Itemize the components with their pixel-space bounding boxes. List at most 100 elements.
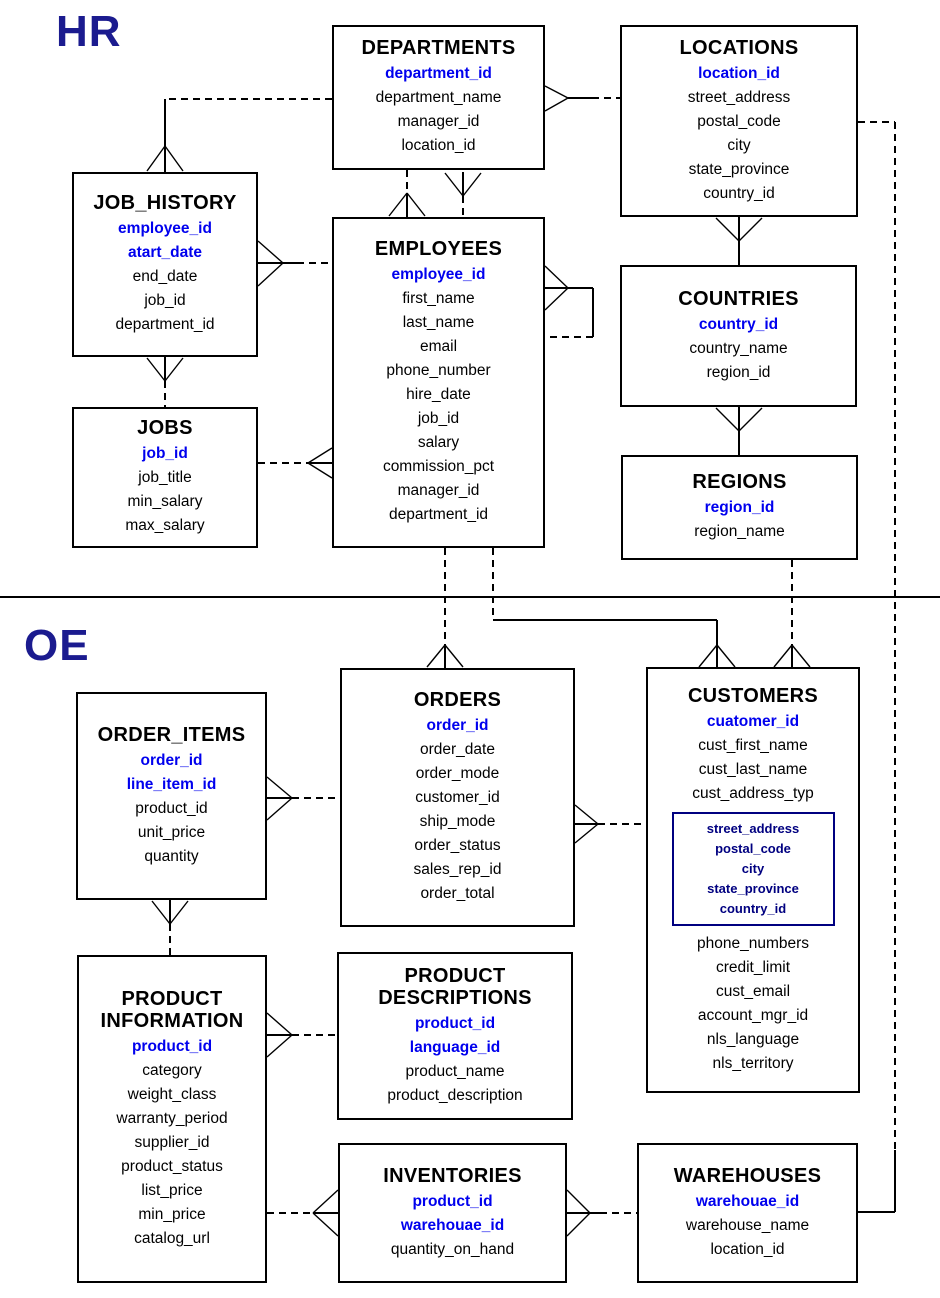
column: department_id	[388, 506, 489, 523]
column: order_status	[414, 837, 501, 854]
column: sales_rep_id	[413, 861, 502, 878]
entity-locations: LOCATIONS location_id street_address pos…	[620, 25, 858, 217]
column: salary	[417, 434, 460, 451]
column: phone_numbers	[696, 934, 810, 952]
address-column: street_address	[706, 820, 800, 836]
entity-title: DESCRIPTIONS	[378, 986, 532, 1009]
entity-title: JOBS	[137, 417, 193, 439]
column-pk: location_id	[698, 64, 780, 82]
column: order_total	[420, 885, 495, 902]
column: manager_id	[397, 113, 480, 130]
column-pk: language_id	[409, 1038, 501, 1056]
column: product_description	[387, 1086, 523, 1104]
entity-order-items: ORDER_ITEMS order_id line_item_id produc…	[76, 692, 267, 900]
column: email	[419, 338, 458, 355]
column: warehouse_name	[685, 1216, 810, 1234]
column: product_status	[121, 1157, 223, 1175]
entity-customers: CUSTOMERS cuatomer_id cust_first_name cu…	[646, 667, 860, 1093]
column-pk: employee_id	[391, 266, 486, 283]
column-pk: product_id	[414, 1014, 496, 1032]
column: cust_first_name	[698, 736, 808, 754]
column: category	[142, 1061, 202, 1079]
column: department_id	[115, 316, 215, 333]
column: product_name	[405, 1062, 505, 1080]
column: postal_code	[697, 112, 781, 130]
column: street_address	[687, 88, 791, 106]
column: account_mgr_id	[697, 1006, 809, 1024]
solid-connectors	[0, 97, 940, 1214]
hr-schema-label: HR	[56, 7, 122, 56]
entity-title: PRODUCT	[404, 964, 506, 987]
column: region_id	[706, 363, 771, 381]
column: job_title	[138, 469, 192, 486]
column-pk: job_id	[142, 445, 188, 462]
column: job_id	[417, 410, 460, 427]
column: product_id	[135, 799, 208, 817]
column: max_salary	[125, 517, 205, 534]
entity-title: INFORMATION	[100, 1009, 244, 1032]
entity-orders: ORDERS order_id order_date order_mode cu…	[340, 668, 575, 927]
column: cust_last_name	[698, 760, 808, 778]
column: unit_price	[137, 823, 206, 841]
entity-regions: REGIONS region_id region_name	[621, 455, 858, 560]
column: credit_limit	[715, 958, 791, 976]
crows-foot-prongs	[146, 85, 811, 1237]
column-pk: cuatomer_id	[706, 712, 800, 730]
column: first_name	[402, 290, 475, 307]
dashed-connectors	[164, 97, 896, 1214]
address-column: country_id	[719, 900, 787, 916]
column: warranty_period	[116, 1109, 228, 1127]
column-pk: employee_id	[118, 220, 212, 237]
column: quantity_on_hand	[390, 1240, 515, 1258]
entity-warehouses: WAREHOUSES warehouae_id warehouse_name l…	[637, 1143, 858, 1283]
column: cust_email	[715, 982, 791, 1000]
column: nls_language	[706, 1030, 800, 1048]
column: department_name	[375, 89, 502, 106]
column-pk: atart_date	[127, 244, 203, 261]
column: nls_territory	[712, 1054, 794, 1072]
entity-inventories: INVENTORIES product_id warehouae_id quan…	[338, 1143, 567, 1283]
column: quantity	[144, 847, 199, 865]
entity-countries: COUNTRIES country_id country_name region…	[620, 265, 857, 407]
oe-schema-label: OE	[24, 621, 90, 670]
entity-title: INVENTORIES	[383, 1164, 522, 1187]
entity-title: ORDER_ITEMS	[97, 723, 246, 746]
column: list_price	[141, 1181, 203, 1199]
column: order_date	[420, 741, 495, 758]
column: customer_id	[415, 789, 500, 806]
entity-title: COUNTRIES	[678, 287, 799, 310]
entity-title: WAREHOUSES	[673, 1164, 822, 1187]
column: phone_number	[386, 362, 491, 379]
column-pk: order_id	[140, 751, 203, 769]
entity-title: REGIONS	[692, 471, 787, 493]
column-pk: warehouae_id	[695, 1192, 800, 1210]
column: min_salary	[127, 493, 203, 510]
column-pk: country_id	[698, 315, 779, 333]
column: supplier_id	[134, 1133, 210, 1151]
column: country_name	[689, 339, 788, 357]
column-pk: department_id	[385, 65, 492, 82]
column-pk: line_item_id	[126, 775, 217, 793]
entity-employees: EMPLOYEES employee_id first_name last_na…	[332, 217, 545, 548]
column: weight_class	[127, 1085, 217, 1103]
entity-job-history: JOB_HISTORY employee_id atart_date end_d…	[72, 172, 258, 357]
entity-title: EMPLOYEES	[374, 238, 503, 260]
entity-title: PRODUCT	[121, 987, 223, 1010]
column: location_id	[710, 1240, 785, 1258]
address-column: city	[741, 860, 765, 876]
column: state_province	[688, 160, 790, 178]
entity-title: DEPARTMENTS	[361, 37, 516, 59]
column: manager_id	[397, 482, 480, 499]
column: min_price	[138, 1205, 206, 1223]
column-pk: product_id	[131, 1037, 213, 1055]
column-pk: order_id	[426, 717, 489, 734]
column: commission_pct	[382, 458, 495, 475]
column-pk: warehouae_id	[400, 1216, 505, 1234]
column: cust_address_typ	[692, 784, 814, 802]
entity-title: CUSTOMERS	[687, 684, 819, 707]
column: hire_date	[406, 386, 471, 403]
column-pk: product_id	[412, 1192, 493, 1210]
column: ship_mode	[419, 813, 496, 830]
